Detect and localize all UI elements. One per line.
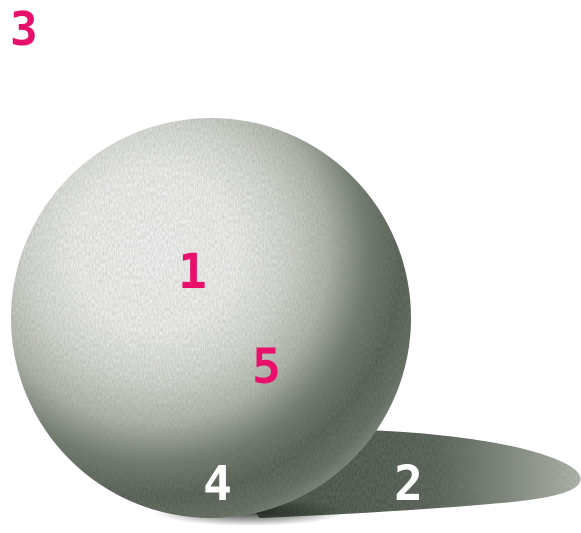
label-cast-shadow: 2 xyxy=(394,460,423,508)
label-highlight: 1 xyxy=(178,248,207,296)
label-top-left: 3 xyxy=(10,6,38,52)
label-reflected-light: 5 xyxy=(252,343,281,391)
label-core-shadow: 4 xyxy=(203,460,232,508)
